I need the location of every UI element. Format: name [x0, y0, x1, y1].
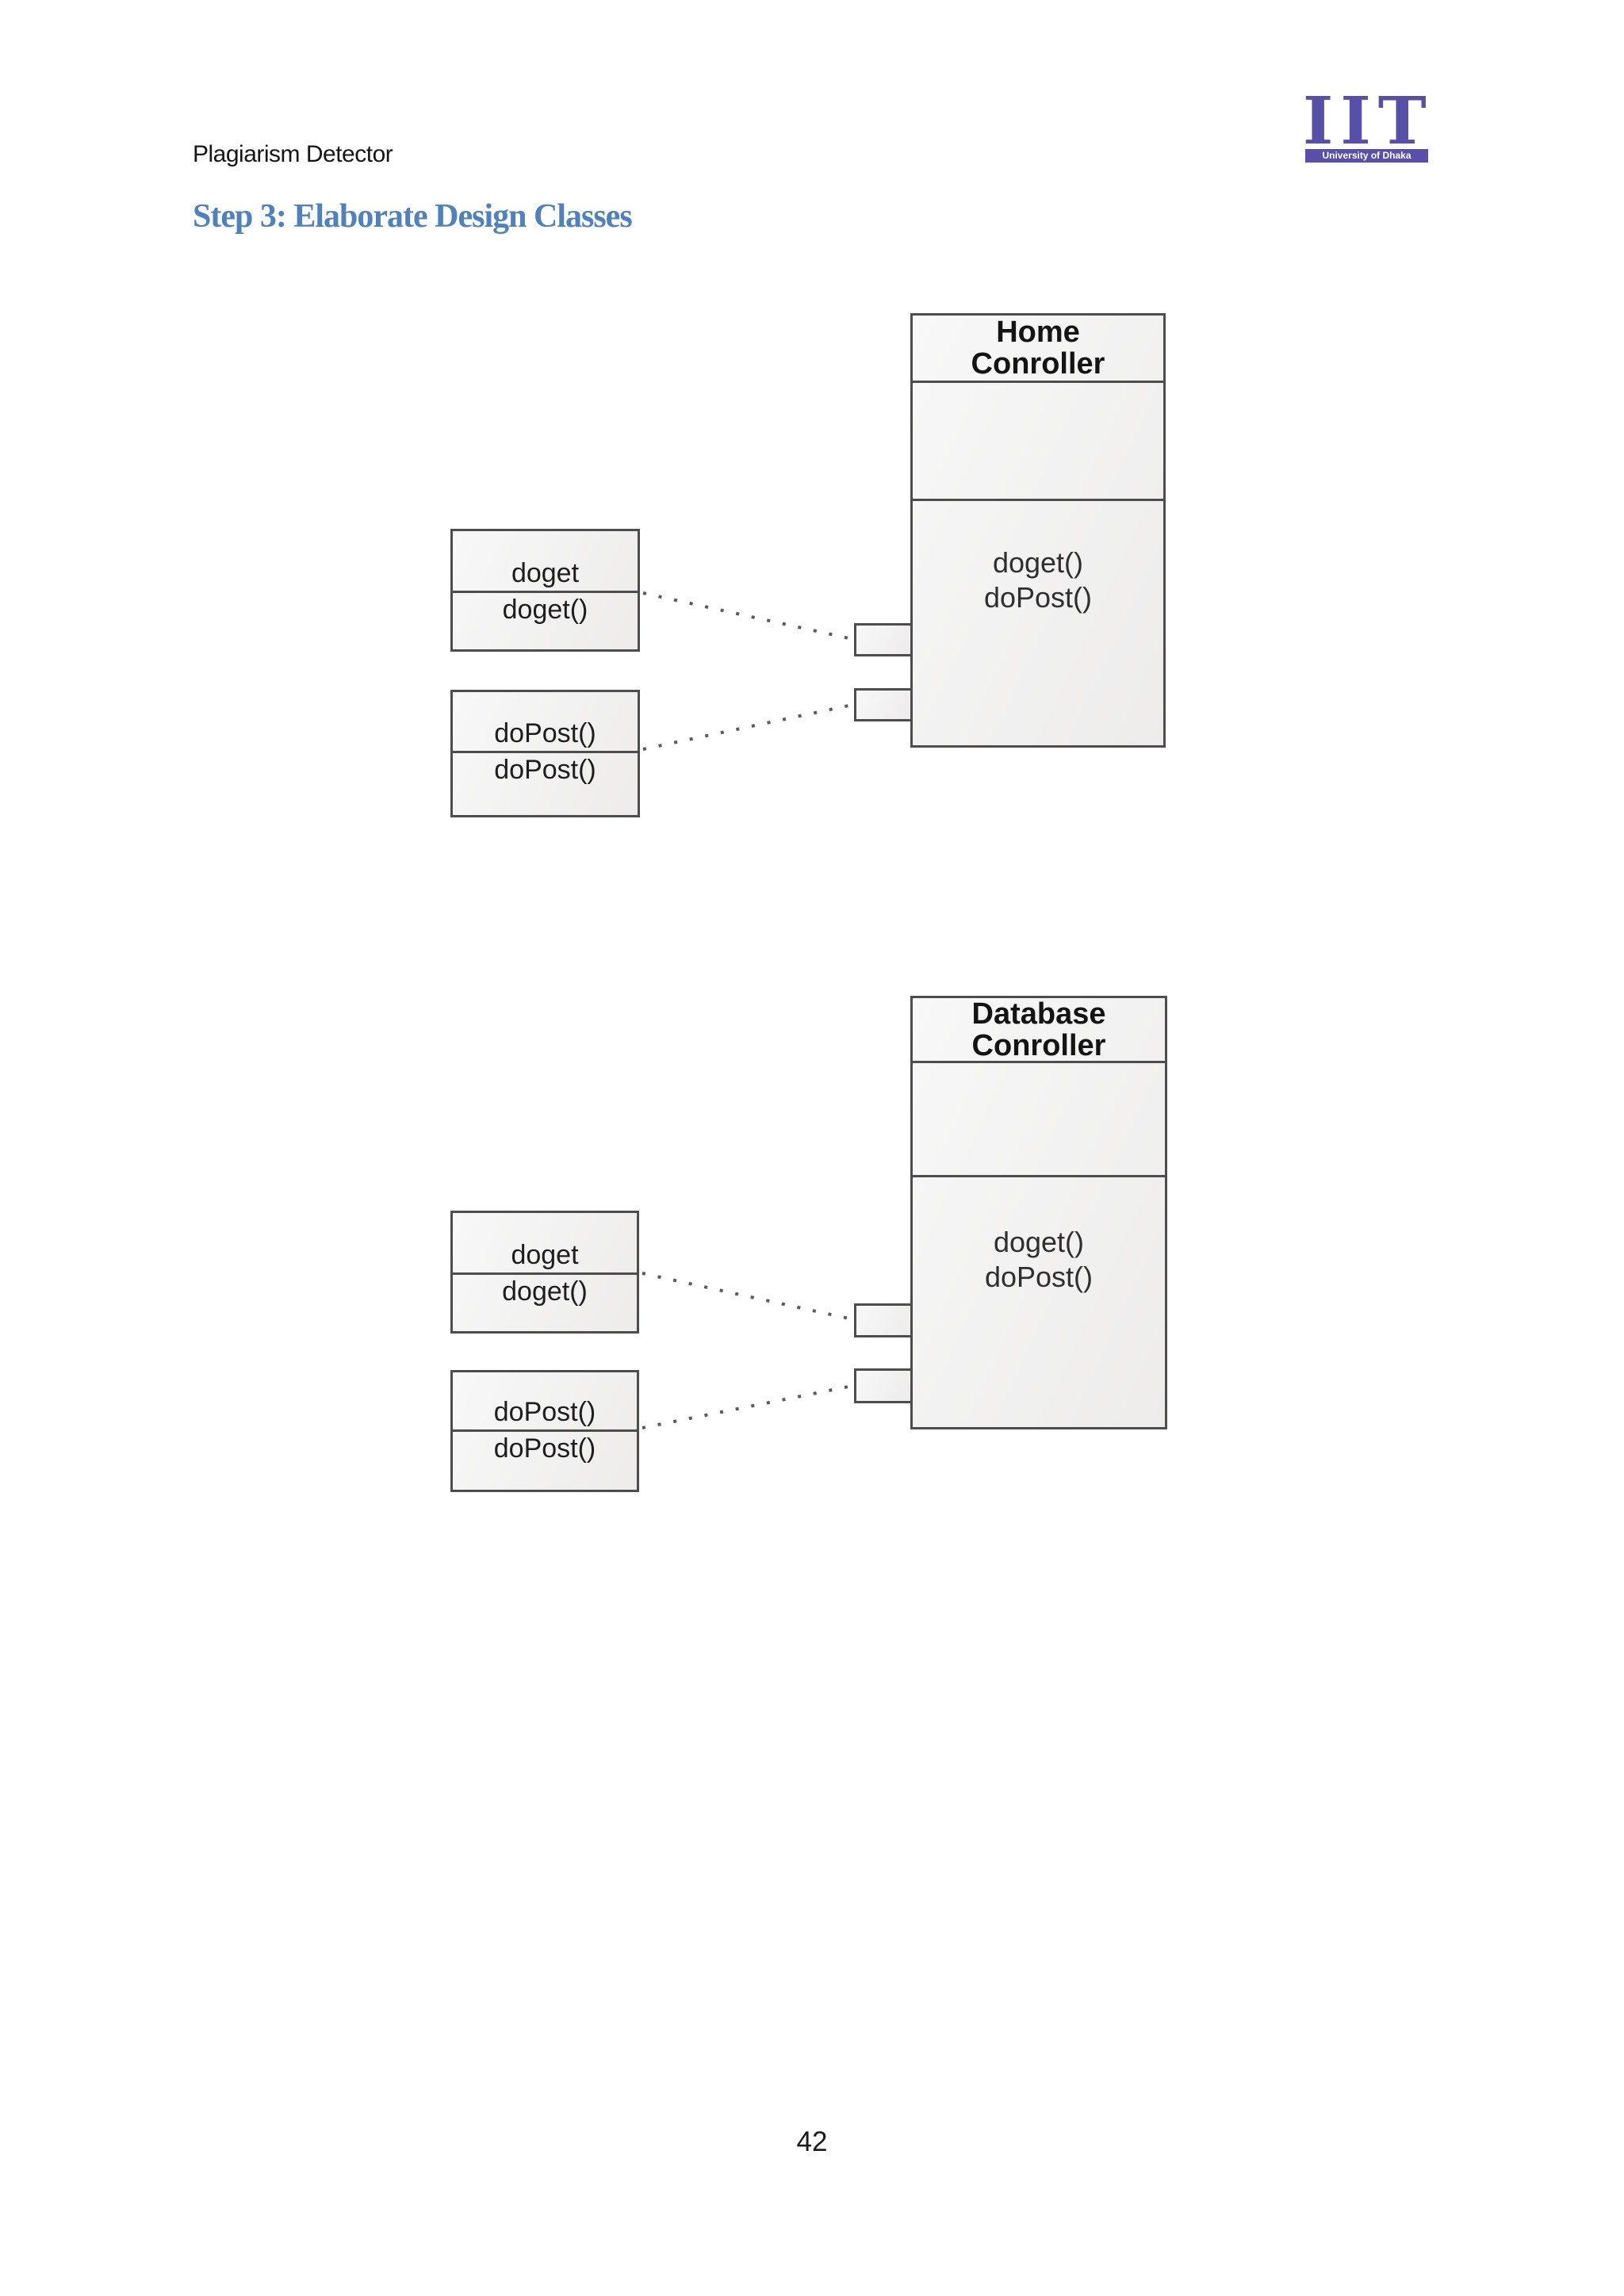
method-stub-header: doPost() [453, 692, 638, 753]
class-title-line: Home [996, 316, 1080, 349]
method-stub-body: doPost() [494, 755, 596, 785]
class-methods-compartment: doget() doPost() [913, 1177, 1165, 1295]
port-home-dopost [854, 688, 913, 721]
dotted-line-doget-database [642, 1272, 853, 1321]
dotted-line-dopost-database [642, 1384, 853, 1429]
port-database-dopost [854, 1368, 913, 1403]
port-home-doget [854, 623, 913, 656]
method-stub-box-dopost-database: doPost() doPost() [450, 1370, 639, 1492]
class-method: doPost() [983, 581, 1093, 614]
method-stub-body: doget() [502, 1276, 588, 1307]
dotted-line-doget-home [642, 591, 853, 641]
class-methods-compartment: doget() doPost() [913, 501, 1163, 615]
class-method: doPost() [984, 1261, 1094, 1293]
class-attributes-compartment [913, 383, 1163, 501]
class-title-compartment: Database Conroller [913, 998, 1165, 1063]
method-stub-body: doget() [502, 595, 588, 625]
method-stub-body: doPost() [493, 1433, 596, 1464]
method-stub-header: doget [453, 1213, 637, 1275]
iit-logo-acronym: IIT [1303, 83, 1434, 159]
class-title-line: Conroller [971, 1028, 1106, 1062]
class-attributes-compartment [913, 1063, 1165, 1177]
class-method: doget() [993, 1226, 1085, 1258]
class-title-compartment: Home Conroller [913, 316, 1163, 383]
method-stub-box-dopost-home: doPost() doPost() [450, 690, 640, 817]
method-stub-header: doget [453, 531, 638, 593]
class-title-line: Database [971, 997, 1106, 1031]
class-method: doget() [992, 546, 1084, 579]
port-database-doget [854, 1303, 913, 1337]
dotted-line-dopost-home [642, 703, 853, 751]
document-header-title: Plagiarism Detector [193, 141, 393, 167]
class-title-line: Conroller [971, 347, 1105, 381]
class-box-home-controller: Home Conroller doget() doPost() [910, 313, 1166, 748]
class-box-database-controller: Database Conroller doget() doPost() [910, 996, 1167, 1429]
iit-logo-subtitle: University of Dhaka [1322, 150, 1411, 161]
page-number: 42 [796, 2126, 828, 2157]
method-stub-header: doPost() [453, 1372, 637, 1432]
method-stub-box-doget-database: doget doget() [450, 1211, 639, 1334]
method-stub-box-doget-home: doget doget() [450, 529, 640, 652]
section-heading: Step 3: Elaborate Design Classes [193, 198, 633, 235]
iit-logo-subtitle-bar: University of Dhaka [1305, 149, 1428, 163]
